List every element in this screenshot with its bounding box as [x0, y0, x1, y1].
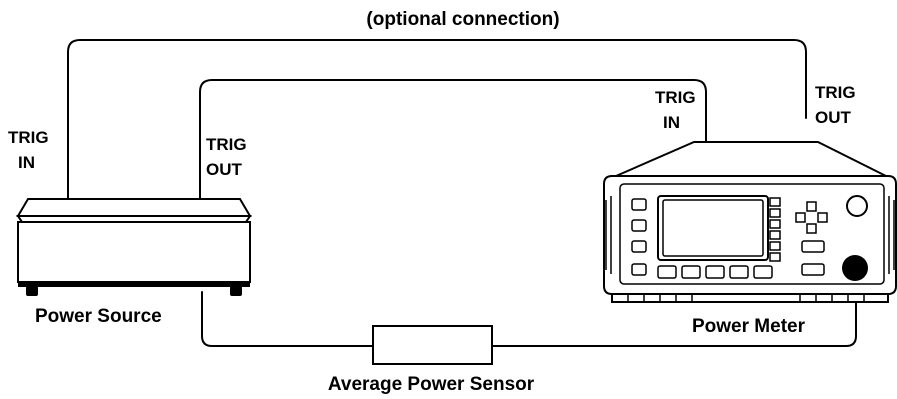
meter-trig-out-label-line2: OUT [815, 108, 852, 127]
sensor-label: Average Power Sensor [328, 374, 535, 395]
power-source-instrument [16, 198, 252, 296]
meter-trig-in-label-line2: IN [663, 113, 680, 132]
power-meter-instrument [603, 141, 897, 303]
meter-trig-in-label: TRIG [655, 88, 696, 107]
source-trig-in-label-line2: IN [18, 153, 35, 172]
power-meter-label: Power Meter [692, 316, 806, 337]
meter-trig-out-label: TRIG [815, 83, 856, 102]
optional-trigger-cable [67, 39, 807, 199]
source-trig-out-label: TRIG [206, 135, 247, 154]
sensor-cable [201, 267, 857, 347]
power-source-label: Power Source [35, 306, 162, 327]
source-trig-out-label-line2: OUT [206, 160, 243, 179]
source-trig-in-label: TRIG [8, 128, 49, 147]
optional-connection-label: (optional connection) [366, 9, 559, 30]
average-power-sensor [372, 325, 493, 365]
trigger-cable [199, 79, 707, 202]
